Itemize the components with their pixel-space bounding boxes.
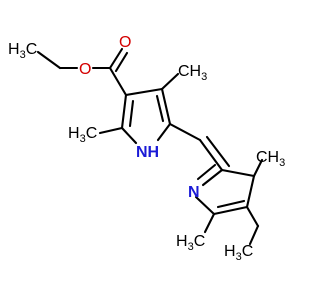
ring1-bond-c3-c2-double [128,99,135,128]
ring1-bond-c2-n [120,126,138,145]
ester-oxygen-label: O [79,61,91,78]
ring2-bond-c5-c4 [212,205,249,216]
ring2-ethyl-ch3-label: H3C [224,243,253,263]
ring2-right-methyl-label: CH3 [256,149,285,169]
ethyl-ester-group [36,47,129,97]
bond-carbonyl-double-1 [108,47,124,70]
bond-ch3-ch2 [36,50,62,70]
ring2-bond-c5-c4-double [216,199,246,209]
pyrrole-ring-1 [98,72,180,145]
bond-methine-ring2 [198,138,224,172]
bond-ethyl-ch2-ch3 [248,224,260,246]
ring2-bond-c2-c3 [220,168,256,178]
methine-bridge [168,122,231,172]
ring2-bond-c2-n-double [196,163,217,181]
carbonyl-oxygen-label: O [119,34,131,51]
ethyl-ester-ch3-label: H3C [8,41,37,61]
ring2-bond-n-c5 [194,195,216,216]
ring1-nh-label: NH [136,144,159,161]
atom-labels: O O H3C CH3 H3C NH CH3 N H3C H3C [8,34,285,263]
ring1-bond-c4-c5 [160,87,172,126]
ring1-bond-c3-c4 [124,87,164,97]
bond-c2-methyl [98,126,124,135]
ring2-nitrogen-label: N [188,184,200,201]
molecule-structure-diagram: O O H3C CH3 H3C NH CH3 N H3C H3C [8,34,285,263]
ring1-bond-c3-c2 [120,93,128,130]
bond-c3prime-methyl [252,158,264,178]
bond-carbonyl-double-2 [114,51,129,73]
pyrrole-ring-2 [194,158,264,246]
ring1-bond-n-c5 [156,122,172,142]
bond-methine-ring2-double [205,135,231,168]
ring1-left-methyl-label: H3C [68,125,97,145]
ring1-bond-c4-c5-double [155,94,165,123]
ring2-bottom-methyl-label: H3C [176,233,205,253]
ring1-top-methyl-label: CH3 [178,63,207,83]
bond-c5prime-methyl [203,212,216,234]
bond-c4-methyl [160,72,180,91]
bond-carbonyl-ring [108,66,128,97]
bond-c5-methine [168,122,202,142]
ring2-bond-c4-c3 [245,174,256,209]
ring2-bond-c2-n [201,168,224,187]
bond-c4prime-ch2 [245,205,260,228]
